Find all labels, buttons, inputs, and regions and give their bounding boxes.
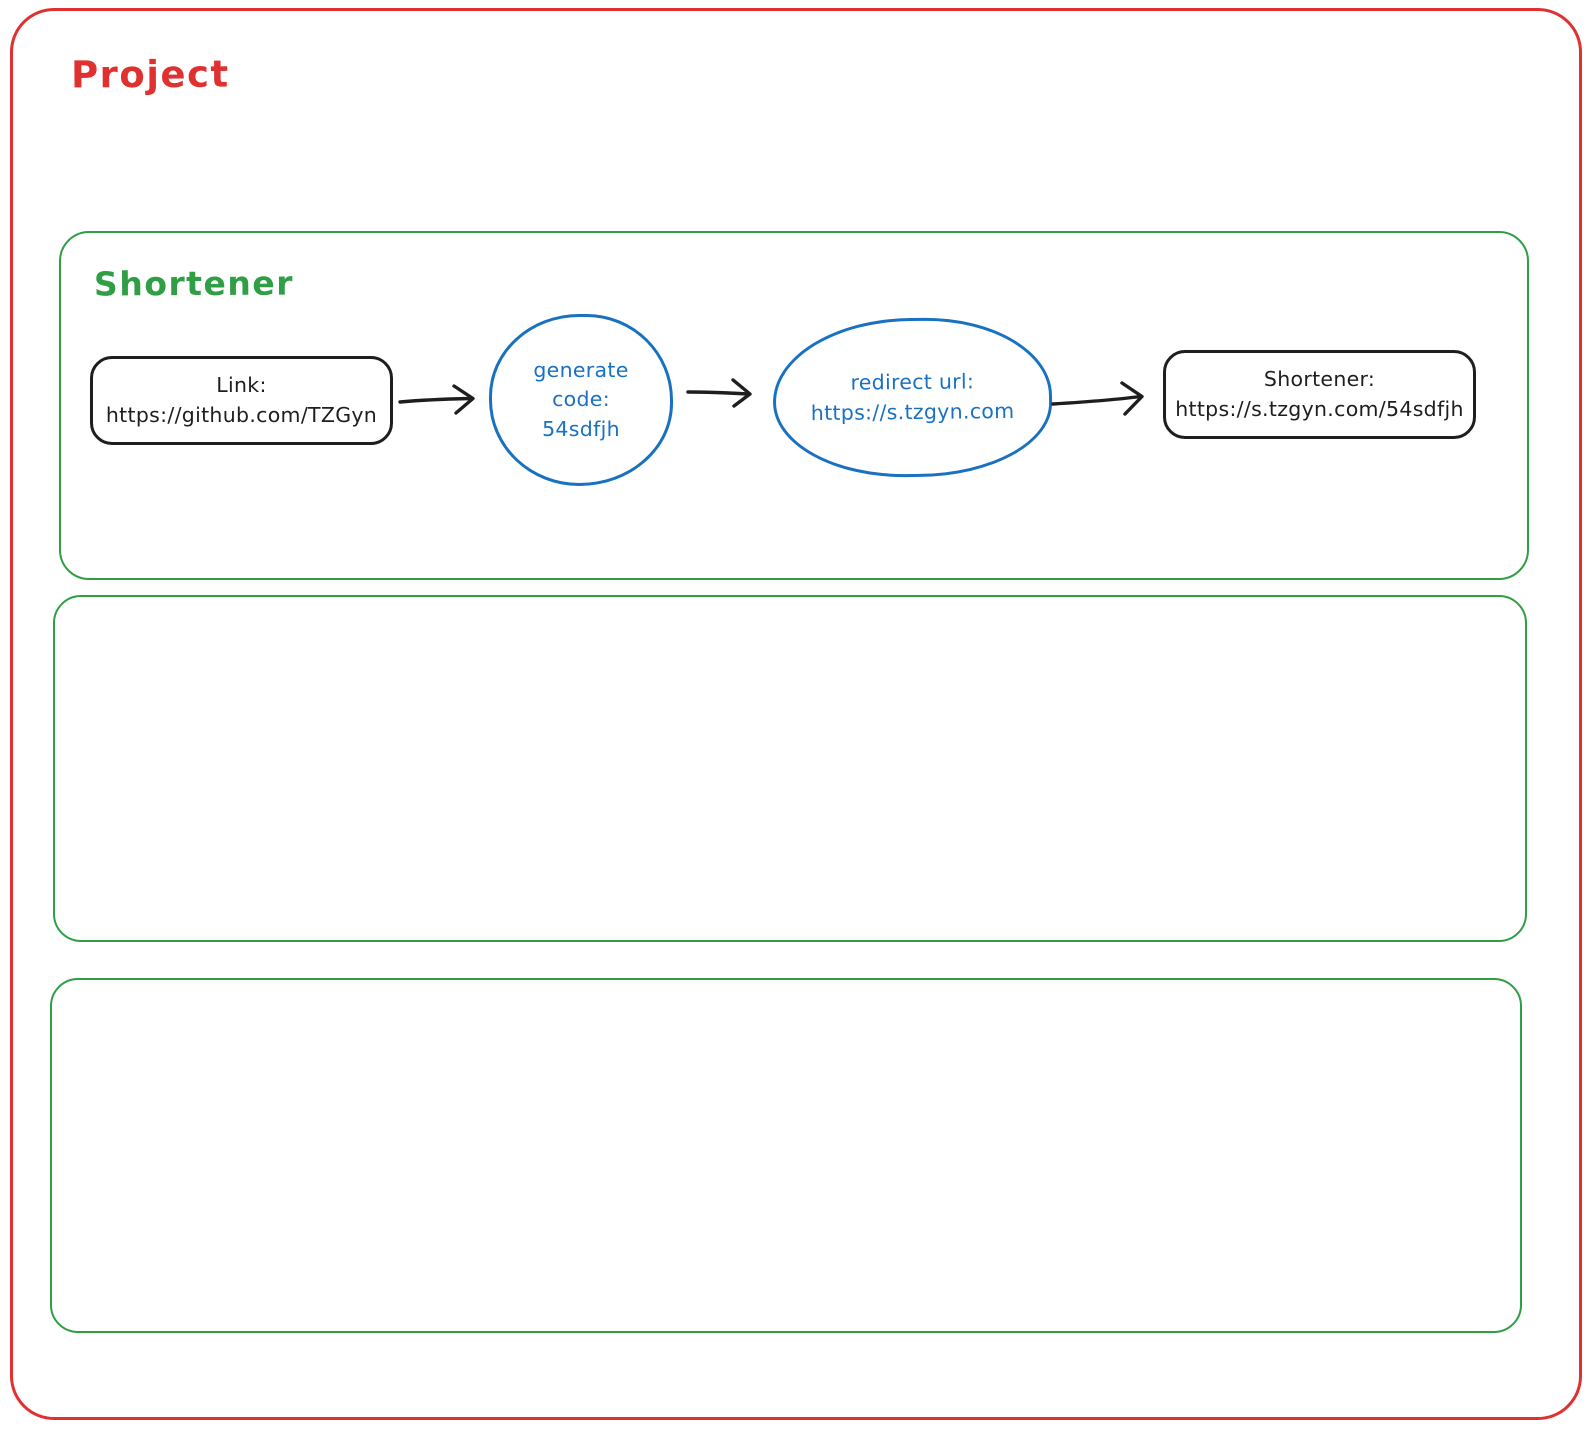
shortener-result-title: Shortener:: [1263, 367, 1376, 392]
shortener-result-node[interactable]: Shortener: https://s.tzgyn.com/54sdfjh: [1163, 350, 1476, 439]
flow-arrow-2[interactable]: [685, 373, 763, 413]
shortener-frame-label[interactable]: Shortener: [93, 263, 295, 304]
shortener-frame[interactable]: Shortener Link: https://github.com/TZGyn…: [59, 231, 1529, 580]
generate-code-line-1: generate: [533, 358, 629, 383]
link-node[interactable]: Link: https://github.com/TZGyn: [90, 356, 393, 445]
redirect-url-title: redirect url:: [850, 369, 975, 396]
redirect-url-value: https://s.tzgyn.com: [810, 398, 1015, 425]
redirect-url-node[interactable]: redirect url: https://s.tzgyn.com: [772, 316, 1053, 479]
flow-arrow-3[interactable]: [1050, 377, 1156, 423]
empty-frame-1[interactable]: [53, 595, 1527, 942]
empty-frame-2[interactable]: [50, 978, 1522, 1333]
project-frame-label[interactable]: Project: [70, 52, 230, 97]
project-frame[interactable]: Project Shortener Link: https://github.c…: [10, 8, 1582, 1420]
link-node-title: Link:: [216, 373, 267, 398]
generate-code-line-2: code:: [552, 387, 610, 412]
link-node-url: https://github.com/TZGyn: [105, 402, 378, 427]
flow-arrow-1[interactable]: [397, 379, 487, 421]
generate-code-value: 54sdfjh: [542, 416, 620, 441]
generate-code-node[interactable]: generate code: 54sdfjh: [489, 314, 673, 486]
shortener-result-url: https://s.tzgyn.com/54sdfjh: [1175, 396, 1464, 421]
